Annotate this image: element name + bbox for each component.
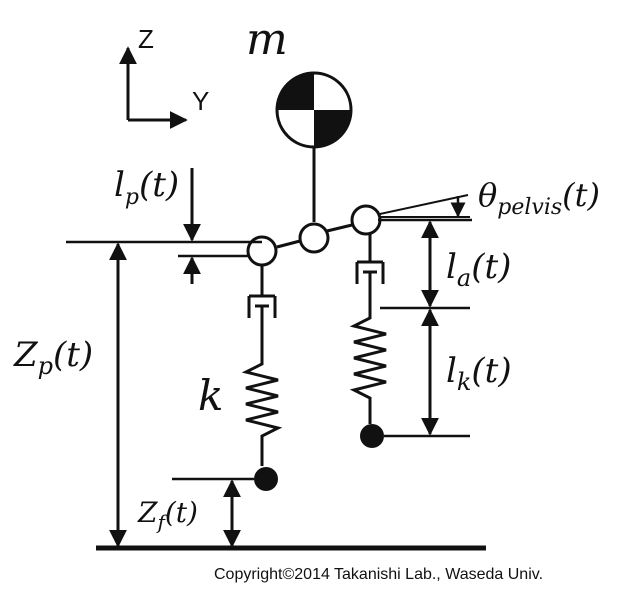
y-axis-label: Y	[192, 86, 209, 116]
pelvis-tilt-reference	[379, 194, 470, 218]
right-hip-joint	[350, 204, 382, 236]
mass-label: m	[246, 14, 288, 65]
left-damper-icon	[247, 294, 277, 350]
pelvis-center-joint	[298, 222, 330, 254]
right-spring-icon	[349, 310, 387, 424]
left-foot-mass	[254, 467, 278, 491]
la-label: la(t)	[446, 247, 511, 292]
lk-label: lk(t)	[446, 351, 512, 396]
theta-label: θpelvis(t)	[478, 176, 600, 220]
lp-label: lp(t)	[114, 165, 179, 210]
center-of-mass-icon	[275, 71, 353, 149]
stiffness-label: k	[198, 371, 223, 420]
right-leg	[349, 234, 387, 424]
right-damper-icon	[355, 260, 385, 310]
coordinate-axes	[119, 46, 188, 129]
zp-label: Zp(t)	[13, 335, 93, 380]
right-foot-mass	[360, 424, 384, 448]
copyright-notice: Copyright©2014 Takanishi Lab., Waseda Un…	[214, 566, 544, 583]
left-leg	[241, 265, 283, 466]
dimension-arrows	[109, 168, 439, 548]
left-spring-icon	[241, 350, 283, 466]
z-axis-label: Z	[138, 24, 154, 54]
zf-label: Zf(t)	[137, 496, 198, 534]
pelvis-links	[276, 223, 353, 249]
reference-lines	[66, 218, 472, 481]
